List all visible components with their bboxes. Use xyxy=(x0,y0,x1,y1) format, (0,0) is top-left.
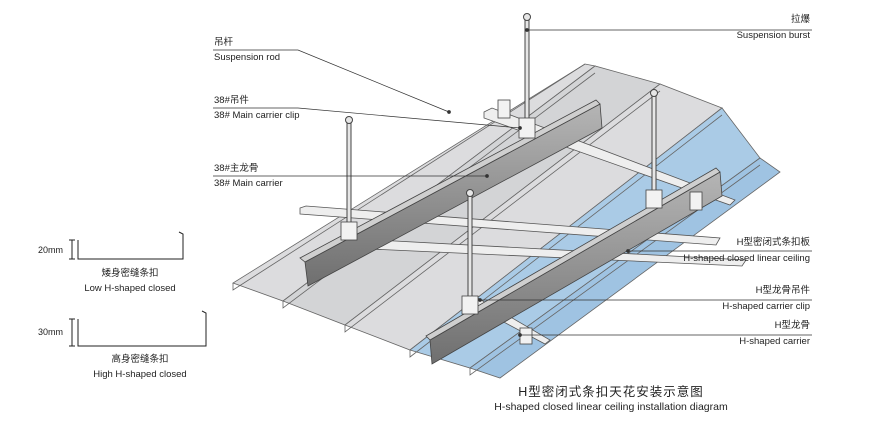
panel-label-zh: H型密闭式条扣板 xyxy=(736,237,810,248)
rod-4 xyxy=(467,191,473,311)
main-carriers xyxy=(299,99,723,365)
panel-label-en: H-shaped closed linear ceiling xyxy=(683,253,810,264)
main-carrier-2-top xyxy=(425,167,721,341)
diagram-title-zh: H型密闭式条扣天花安装示意图 xyxy=(518,385,704,399)
hcarrier-label-zh: H型龙骨 xyxy=(774,320,810,331)
profile-high xyxy=(69,310,207,347)
main-carrier-1-top xyxy=(299,99,601,263)
diagram-title-en: H-shaped closed linear ceiling installat… xyxy=(494,401,728,413)
burst-label-en: Suspension burst xyxy=(736,30,810,41)
profile-low xyxy=(69,231,184,260)
rod-label-zh: 吊杆 xyxy=(214,37,234,48)
low-profile-zh: 矮身密缝条扣 xyxy=(101,268,159,279)
low-dim-label: 20mm xyxy=(38,245,64,255)
low-profile-en: Low H-shaped closed xyxy=(84,283,176,294)
hcarrier-label-en: H-shaped carrier xyxy=(739,336,810,347)
rod-3 xyxy=(651,91,657,201)
rod-label-en: Suspension rod xyxy=(214,52,281,63)
hclip-label-zh: H型龙骨吊件 xyxy=(755,285,810,296)
hclip-label-en: H-shaped carrier clip xyxy=(722,301,810,312)
clip-label-en: 38# Main carrier clip xyxy=(214,110,300,121)
burst-label-zh: 拉爆 xyxy=(790,14,810,25)
high-profile-en: High H-shaped closed xyxy=(93,369,187,380)
high-profile-zh: 高身密缝条扣 xyxy=(111,354,169,365)
high-dim-label: 30mm xyxy=(38,327,64,337)
leader-lines xyxy=(213,28,812,337)
carrier-label-en: 38# Main carrier xyxy=(214,178,283,189)
carrier-clips xyxy=(340,99,703,345)
carrier-label-zh: 38#主龙骨 xyxy=(214,163,259,174)
clip-label-zh: 38#吊件 xyxy=(214,95,249,106)
